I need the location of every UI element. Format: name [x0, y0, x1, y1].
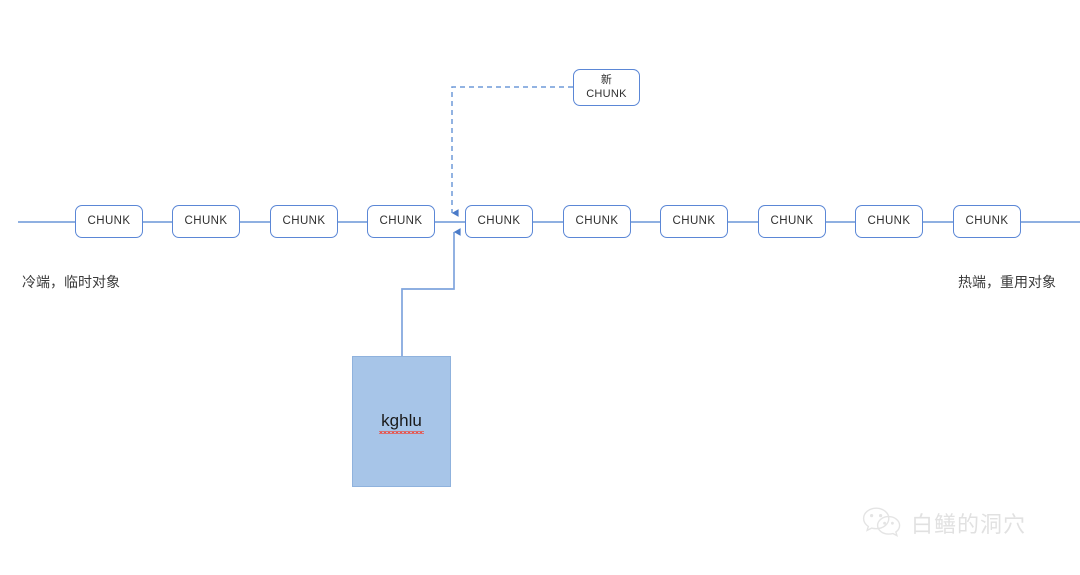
- new-chunk-label-line1: 新: [600, 73, 613, 86]
- new-chunk-label-line2: CHUNK: [586, 87, 627, 100]
- chunk-label: CHUNK: [184, 214, 228, 227]
- chunk-label: CHUNK: [867, 214, 911, 227]
- chunk-node-7[interactable]: CHUNK: [660, 205, 728, 238]
- allocation-block[interactable]: kghlu: [352, 356, 451, 487]
- chunk-node-3[interactable]: CHUNK: [270, 205, 338, 238]
- new-chunk-insert-path: [451, 86, 573, 217]
- chunk-label: CHUNK: [965, 214, 1009, 227]
- chunk-node-8[interactable]: CHUNK: [758, 205, 826, 238]
- allocation-block-label: kghlu: [379, 411, 424, 434]
- chunk-node-2[interactable]: CHUNK: [172, 205, 240, 238]
- allocation-path: [401, 228, 461, 356]
- chunk-label: CHUNK: [672, 214, 716, 227]
- chunk-label: CHUNK: [575, 214, 619, 227]
- chunk-label: CHUNK: [282, 214, 326, 227]
- chunk-label: CHUNK: [87, 214, 131, 227]
- chunk-label: CHUNK: [770, 214, 814, 227]
- watermark: 白鳝的洞穴: [862, 506, 1026, 539]
- chunk-label: CHUNK: [379, 214, 423, 227]
- hot-end-caption: 热端，重用对象: [958, 275, 1056, 291]
- chunk-node-10[interactable]: CHUNK: [953, 205, 1021, 238]
- chunk-node-1[interactable]: CHUNK: [75, 205, 143, 238]
- chunk-node-9[interactable]: CHUNK: [855, 205, 923, 238]
- cold-end-caption: 冷端，临时对象: [22, 275, 120, 291]
- chunk-node-5[interactable]: CHUNK: [465, 205, 533, 238]
- chunk-node-6[interactable]: CHUNK: [563, 205, 631, 238]
- wechat-icon: [862, 506, 902, 539]
- new-chunk-node[interactable]: 新 CHUNK: [573, 69, 640, 106]
- watermark-text: 白鳝的洞穴: [911, 512, 1027, 538]
- chunk-node-4[interactable]: CHUNK: [367, 205, 435, 238]
- chunk-label: CHUNK: [477, 214, 521, 227]
